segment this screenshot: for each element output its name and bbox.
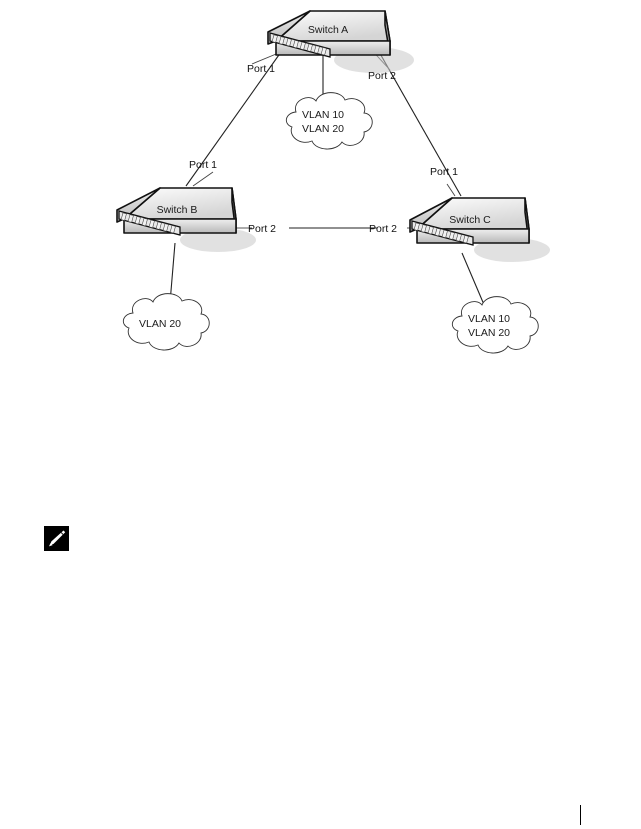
switch-a-port-strip <box>269 32 331 58</box>
cloud-c-shape <box>451 296 539 354</box>
cloud-vlan-c[interactable]: VLAN 10 VLAN 20 <box>451 296 539 354</box>
port-label-switch-a-port2: Port 2 <box>368 70 396 82</box>
switch-c-label: Switch C <box>449 214 491 226</box>
cloud-vlan-a[interactable]: VLAN 10 VLAN 20 <box>285 92 373 150</box>
cloud-a-line-1: VLAN 10 <box>302 109 344 121</box>
node-switch-b[interactable]: Switch B <box>116 187 256 252</box>
node-switch-a[interactable]: Switch A <box>267 10 414 73</box>
note-pencil-icon <box>44 526 69 551</box>
link-switch-a-to-switch-b <box>185 51 282 187</box>
port-label-switch-b-port1: Port 1 <box>189 159 217 171</box>
port-label-switch-c-port1: Port 1 <box>430 166 458 178</box>
cloud-b-line-1: VLAN 20 <box>139 318 181 330</box>
cloud-c-line-1: VLAN 10 <box>468 313 510 325</box>
port-label-switch-a-port1: Port 1 <box>247 63 275 75</box>
page-margin-rule <box>580 805 581 825</box>
link-group <box>169 49 486 308</box>
note-pencil-glyph <box>49 530 66 547</box>
leader-port-c1 <box>446 183 456 197</box>
link-switch-a-to-switch-c <box>377 49 462 197</box>
switch-c-shadow <box>474 238 550 262</box>
cloud-b-shape <box>122 293 210 351</box>
switch-a-label: Switch A <box>308 24 348 36</box>
port-label-group: Port 1 Port 2 Port 1 Port 2 Port 1 Port … <box>189 63 458 235</box>
cloud-vlan-b[interactable]: VLAN 20 <box>122 293 210 351</box>
port-label-switch-c-port2: Port 2 <box>369 223 397 235</box>
cloud-a-shape <box>285 92 373 150</box>
link-switch-c-to-cloud-c <box>461 252 486 308</box>
link-switch-b-to-cloud-b <box>169 242 176 304</box>
switch-c-port-strip <box>411 220 474 246</box>
cloud-c-line-2: VLAN 20 <box>468 327 510 339</box>
switch-b-port-strip <box>118 210 181 236</box>
port-label-switch-b-port2: Port 2 <box>248 223 276 235</box>
switch-b-shadow <box>180 228 256 252</box>
node-switch-c[interactable]: Switch C <box>409 197 550 262</box>
switch-b-label: Switch B <box>157 204 198 216</box>
leader-port-b1 <box>192 171 214 187</box>
cloud-a-line-2: VLAN 20 <box>302 123 344 135</box>
